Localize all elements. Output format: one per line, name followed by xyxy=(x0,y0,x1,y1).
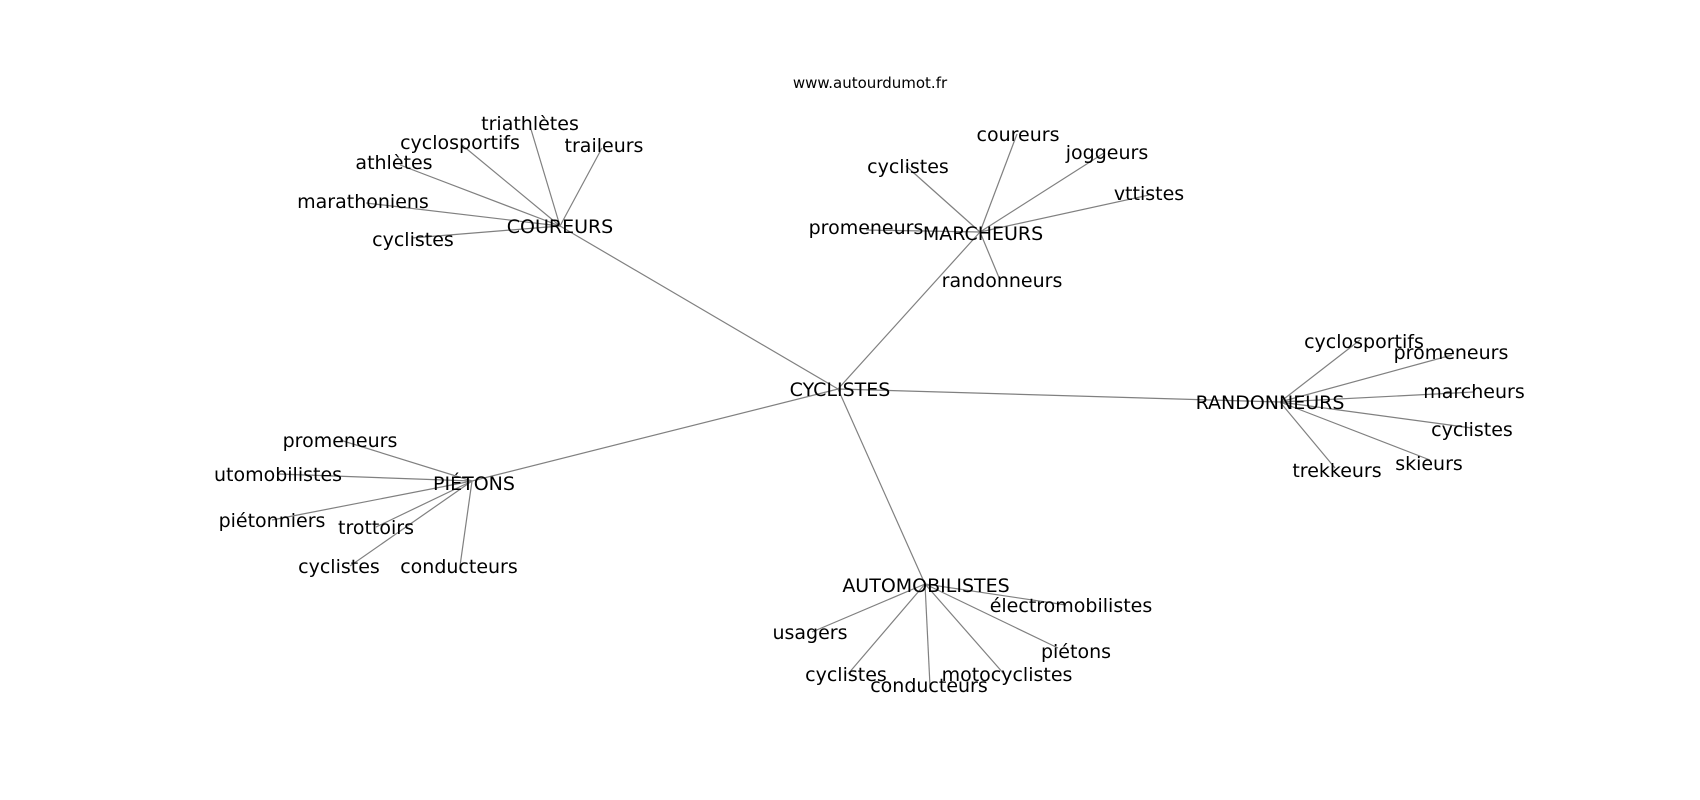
edge-marcheurs-coureurs xyxy=(979,133,1018,233)
edge-coureurs-triathletes xyxy=(529,125,561,227)
leaf-label: cyclistes xyxy=(298,556,380,578)
leaf-label: cyclosportifs xyxy=(400,132,520,154)
edge-randonneurs-skieurs xyxy=(1279,401,1431,461)
edge-automobilistes-cyclistes xyxy=(847,583,926,675)
edge-automobilistes-usagers xyxy=(811,583,926,633)
leaf-label: promeneurs xyxy=(283,430,398,452)
edge-randonneurs-marcheurs xyxy=(1279,391,1475,403)
leaf-label: coureurs xyxy=(977,124,1060,146)
edge-automobilistes-motocyclistes xyxy=(924,583,1005,675)
leaf-label: utomobilistes xyxy=(214,464,342,486)
leaf-label: promeneurs xyxy=(1394,342,1509,364)
edge-coureurs-cyclosportifs xyxy=(461,144,561,227)
edge-center-pietons xyxy=(471,388,839,482)
hub-label-marcheurs: MARCHEURS xyxy=(923,223,1043,245)
leaf-label: électromobilistes xyxy=(990,595,1153,617)
edge-coureurs-marathoniens xyxy=(365,202,561,227)
edge-pietons-pietonniers xyxy=(271,480,473,521)
leaf-label: traileurs xyxy=(565,135,644,157)
edge-randonneurs-cyclistes xyxy=(1279,401,1473,429)
leaf-label: marcheurs xyxy=(1423,381,1524,403)
leaf-label: conducteurs xyxy=(870,675,988,697)
edge-pietons-utomobilistes xyxy=(277,473,473,482)
leaf-label: skieurs xyxy=(1395,453,1463,475)
leaf-label: promeneurs xyxy=(809,217,924,239)
node-labels: CYCLISTES COUREURS triathlètes cyclospor… xyxy=(214,113,1525,697)
hub-label-randonneurs: RANDONNEURS xyxy=(1196,392,1345,414)
leaf-label: usagers xyxy=(772,622,847,644)
edge-pietons-conducteurs xyxy=(459,480,473,567)
edge-pietons-trottoirs xyxy=(375,480,473,528)
edge-automobilistes-electromobilistes xyxy=(924,583,1067,606)
leaf-label: cyclistes xyxy=(1431,419,1513,441)
edge-automobilistes-conducteurs xyxy=(924,583,931,687)
edge-randonneurs-promeneurs xyxy=(1279,354,1453,403)
edge-randonneurs-cyclosportifs xyxy=(1279,339,1361,403)
leaf-label: vttistes xyxy=(1114,183,1184,205)
edge-coureurs-athletes xyxy=(399,164,561,227)
leaf-label: cyclistes xyxy=(867,156,949,178)
edge-pietons-cyclistes xyxy=(349,480,473,567)
leaf-label: cyclosportifs xyxy=(1304,331,1424,353)
hub-label-pietons: PIÉTONS xyxy=(433,472,515,495)
hub-label-automobilistes: AUTOMOBILISTES xyxy=(842,575,1009,597)
leaf-label: marathoniens xyxy=(297,191,429,213)
edge-center-randonneurs xyxy=(837,388,1281,403)
edge-marcheurs-promeneurs xyxy=(865,229,981,233)
leaf-label: motocyclistes xyxy=(942,664,1073,686)
edge-marcheurs-joggeurs xyxy=(979,152,1105,233)
edge-marcheurs-randonneurs xyxy=(979,231,1001,281)
edges xyxy=(271,125,1475,687)
leaf-label: joggeurs xyxy=(1065,142,1148,164)
hub-label-coureurs: COUREURS xyxy=(507,216,614,238)
leaf-label: trottoirs xyxy=(338,517,414,539)
leaf-label: piétonniers xyxy=(219,510,326,532)
edge-pietons-promeneurs xyxy=(339,439,473,482)
leaf-label: piétons xyxy=(1041,641,1111,663)
edge-randonneurs-trekkeurs xyxy=(1279,401,1336,469)
edge-coureurs-cyclistes xyxy=(411,225,561,239)
edge-marcheurs-cyclistes xyxy=(905,165,981,233)
leaf-label: conducteurs xyxy=(400,556,518,578)
edge-coureurs-traileurs xyxy=(559,147,603,227)
center-node-label: CYCLISTES xyxy=(790,379,891,401)
leaf-label: trekkeurs xyxy=(1292,460,1381,482)
leaf-label: cyclistes xyxy=(372,229,454,251)
source-label: www.autourdumot.fr xyxy=(793,74,948,92)
leaf-label: athlètes xyxy=(355,152,432,174)
leaf-label: triathlètes xyxy=(481,113,579,135)
edge-center-marcheurs xyxy=(837,231,981,390)
edge-marcheurs-vttistes xyxy=(979,194,1150,233)
edge-center-automobilistes xyxy=(837,388,926,585)
leaf-label: cyclistes xyxy=(805,664,887,686)
edge-automobilistes-pietons xyxy=(924,583,1059,649)
leaf-label: randonneurs xyxy=(942,270,1063,292)
edge-center-coureurs xyxy=(559,225,839,390)
